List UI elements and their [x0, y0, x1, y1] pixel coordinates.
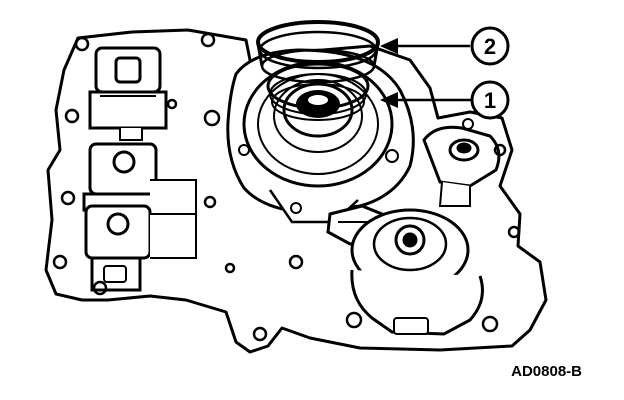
item-2-seal-ring [256, 20, 380, 84]
solenoid-bottom [84, 204, 197, 292]
spring-seat [282, 82, 354, 138]
callout-1-label: 1 [484, 88, 496, 113]
callout-1: 1 [470, 80, 510, 120]
callout-2: 2 [470, 26, 510, 66]
leader-arrow-1 [380, 92, 472, 108]
leader-arrow-2 [380, 38, 470, 54]
callout-2-label: 2 [484, 34, 496, 59]
right-bolt-holes [224, 143, 521, 342]
figure-code: AD0808-B [511, 363, 582, 380]
detent-assembly [422, 118, 501, 207]
sensor-body [350, 208, 484, 336]
left-bolt-holes [52, 32, 221, 296]
solenoid-top [88, 46, 168, 141]
